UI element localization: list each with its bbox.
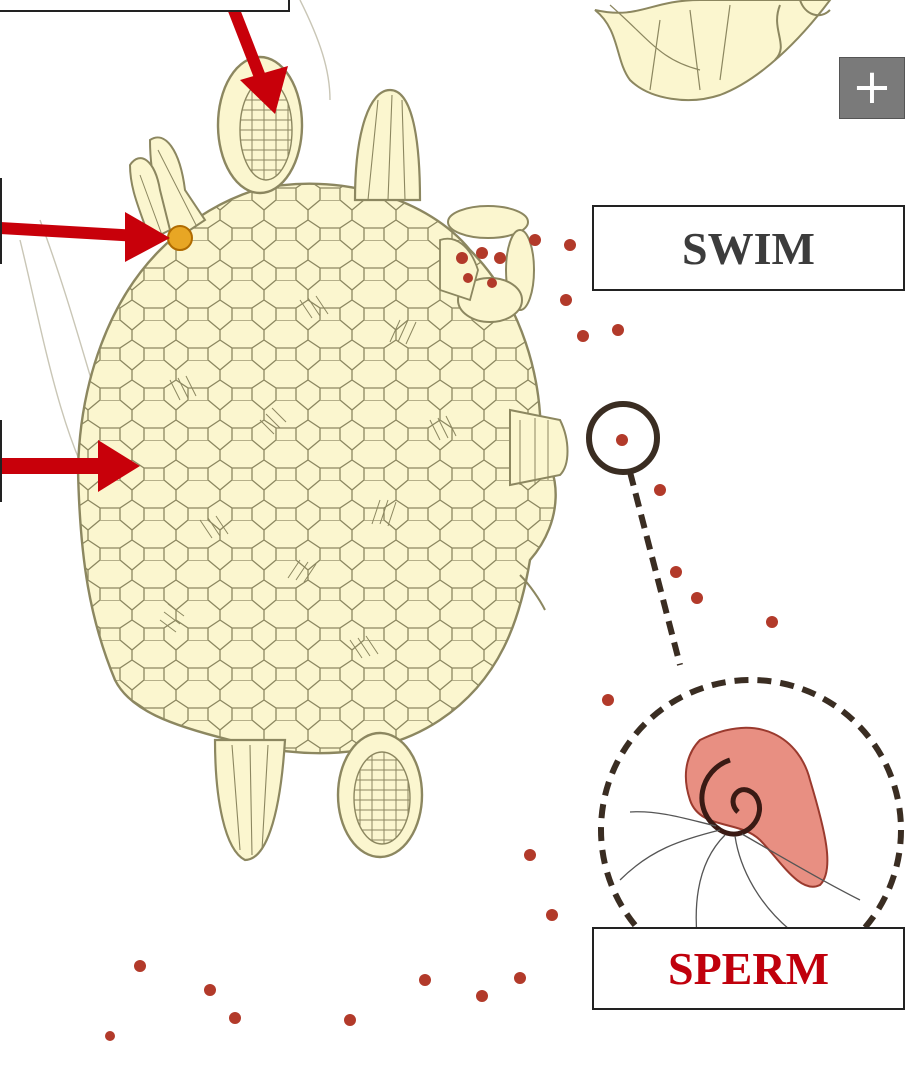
archegonium-top-right [355, 90, 420, 200]
antheridium-bottom [338, 733, 422, 857]
expand-button[interactable]: + [839, 57, 905, 119]
leaf-fragment [595, 0, 830, 100]
plus-icon: + [852, 59, 892, 115]
sperm-label-box: SPERM [592, 927, 905, 1010]
label-box-top [0, 0, 290, 12]
label-box-lower [0, 420, 2, 502]
swim-label-box: SWIM [592, 205, 905, 291]
swim-label: SWIM [682, 222, 815, 275]
label-box-middle [0, 178, 2, 264]
zoom-connector [589, 404, 680, 665]
sperm-label: SPERM [668, 942, 829, 995]
archegonium-bottom [215, 740, 285, 860]
